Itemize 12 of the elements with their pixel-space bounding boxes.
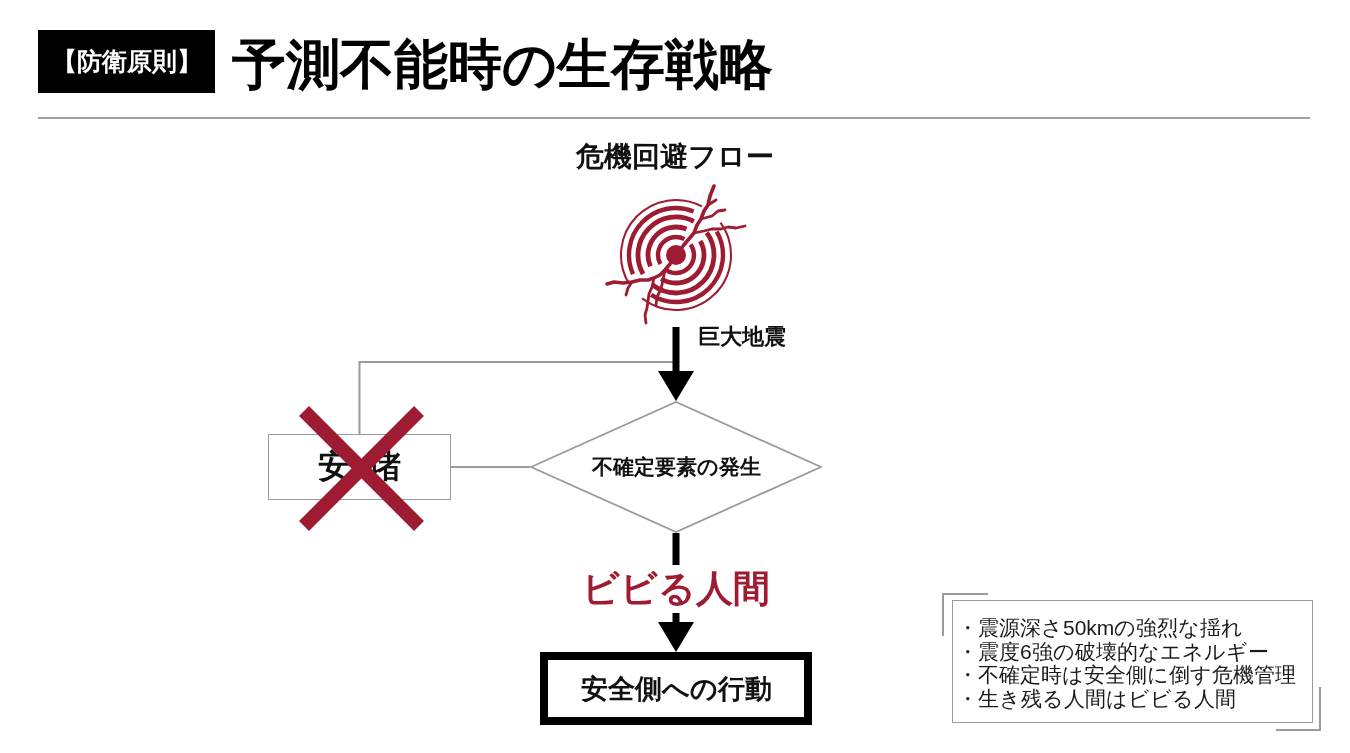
process-box: 安全側への行動: [540, 652, 812, 725]
earthquake-icon: [604, 183, 748, 327]
connector: [450, 466, 531, 468]
title: 予測不能時の生存戦略: [232, 33, 773, 95]
bullet-item: ・震度6強の破壊的なエネルギー: [957, 639, 1269, 663]
note-box: [952, 600, 1313, 723]
bullet-item: ・震源深さ50kmの強烈な揺れ: [957, 616, 1244, 640]
bullet-item: ・不確定時は安全側に倒す危機管理: [957, 663, 1296, 687]
subtitle: 危機回避フロー: [576, 140, 774, 174]
decision-diamond: 不確定要素の発生: [530, 401, 822, 533]
bullet-item: ・生き残る人間はビビる人間: [957, 686, 1236, 710]
heading-tag: 【防衛原則】: [38, 30, 215, 93]
